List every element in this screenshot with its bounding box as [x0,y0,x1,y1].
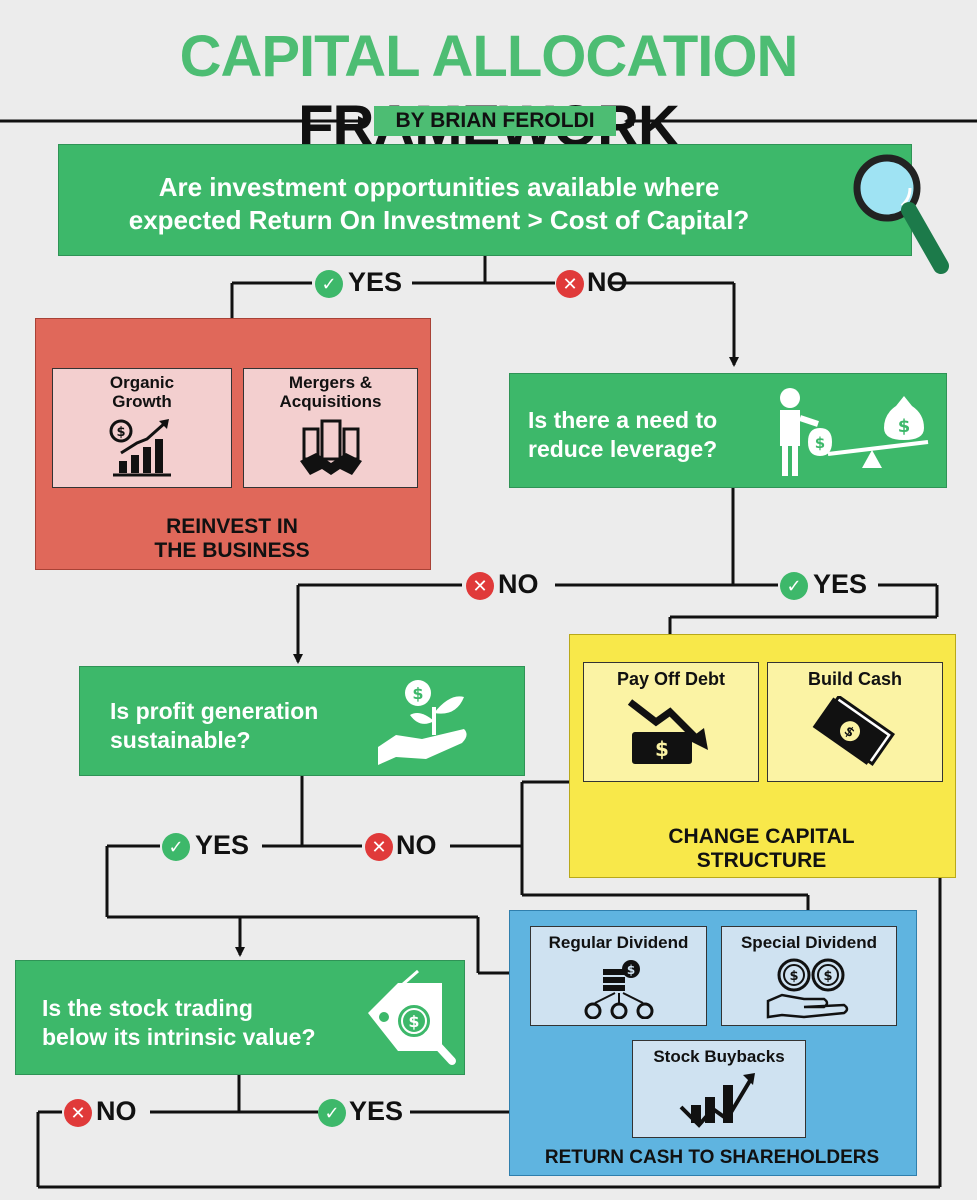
special-dividend-card: Special Dividend $ $ [721,926,897,1026]
magnifying-glass-icon [853,154,949,274]
mergers-line1: Mergers & [288,373,373,392]
build-cash-card: Build Cash $ [767,662,943,782]
check-icon: ✓ [780,572,808,600]
reinvest-title-line2: THE BUSINESS [154,539,310,562]
stock-buybacks-card: Stock Buybacks [632,1040,806,1138]
svg-text:$: $ [815,434,825,452]
debt-down-arrow-icon: $ [627,699,708,764]
yes-text: YES [348,267,403,297]
question-roi-box: Are investment opportunities available w… [58,144,912,256]
title-part1: CAPITAL ALLOCATION [179,24,799,89]
mergers-line2: Acquisitions [279,392,382,411]
mergers-acquisitions-card: Mergers & Acquisitions [243,368,418,488]
no-text: NO [498,569,539,599]
question-profit-line2: sustainable? [110,726,251,753]
build-cash-label: Build Cash [807,669,902,689]
cross-icon: ✕ [365,833,393,861]
question-leverage-line2: reduce leverage? [528,435,718,462]
no-text: NO [96,1096,137,1126]
organic-line2: Growth [112,392,172,411]
svg-text:$: $ [116,425,125,440]
return-cash-title: RETURN CASH TO SHAREHOLDERS [544,1147,880,1168]
question-roi-line2: expected Return On Investment > Cost of … [128,204,750,235]
no-text: NO [396,830,437,860]
leverage-seesaw-icon: $ $ [780,388,929,476]
special-dividend-label: Special Dividend [740,933,878,952]
regular-dividend-label: Regular Dividend [548,933,689,952]
handshake-buildings-icon [299,419,362,475]
yes-text: YES [349,1096,404,1126]
question-leverage-line1: Is there a need to [528,407,718,433]
check-icon: ✓ [315,270,343,298]
svg-text:$: $ [789,969,798,984]
byline: BY BRIAN FEROLDI [374,106,616,136]
dollar-sign: $ [655,737,669,761]
money-plant-hand-icon: $ [378,680,467,765]
price-tag-magnifier-icon: $ [368,969,456,1065]
svg-text:$: $ [898,416,911,437]
pay-off-debt-label: Pay Off Debt [616,669,726,689]
cross-icon: ✕ [64,1099,92,1127]
yes-text: YES [195,830,250,860]
coins-hand-icon: $ $ [766,958,849,1019]
question-leverage-box: Is there a need to reduce leverage? $ $ [509,373,947,488]
cash-stack-icon: $ [812,694,896,766]
reinvest-title-line1: REINVEST IN [166,515,298,538]
svg-text:$: $ [412,684,423,703]
question-intrinsic-line2: below its intrinsic value? [42,1023,316,1050]
cross-icon: ✕ [466,572,494,600]
growth-chart-icon: $ [109,419,171,477]
question-roi-line1: Are investment opportunities available w… [158,172,720,202]
regular-dividend-card: Regular Dividend $ [530,926,707,1026]
question-profit-line1: Is profit generation [110,698,319,724]
capital-structure-title-line2: STRUCTURE [696,849,827,872]
question-intrinsic-box: Is the stock trading below its intrinsic… [15,960,465,1075]
dividend-distribution-icon: $ [584,960,653,1020]
pay-off-debt-card: Pay Off Debt $ [583,662,759,782]
reinvest-title: REINVEST IN THE BUSINESS [35,515,429,563]
organic-growth-card: Organic Growth $ [52,368,232,488]
check-icon: ✓ [318,1099,346,1127]
capital-structure-title-line1: CHANGE CAPITAL [668,825,855,848]
svg-text:$: $ [823,969,832,984]
svg-text:$: $ [408,1012,419,1031]
organic-line1: Organic [109,373,175,392]
cross-icon: ✕ [556,270,584,298]
chart-up-arrow-icon [679,1073,755,1128]
no-text: NO [587,267,628,297]
svg-text:$: $ [626,963,634,977]
capital-structure-title: CHANGE CAPITAL STRUCTURE [569,825,954,873]
yes-text: YES [813,569,868,599]
question-intrinsic-line1: Is the stock trading [42,995,253,1021]
question-profit-box: Is profit generation sustainable? $ [79,666,525,776]
stock-buybacks-label: Stock Buybacks [653,1047,785,1066]
check-icon: ✓ [162,833,190,861]
